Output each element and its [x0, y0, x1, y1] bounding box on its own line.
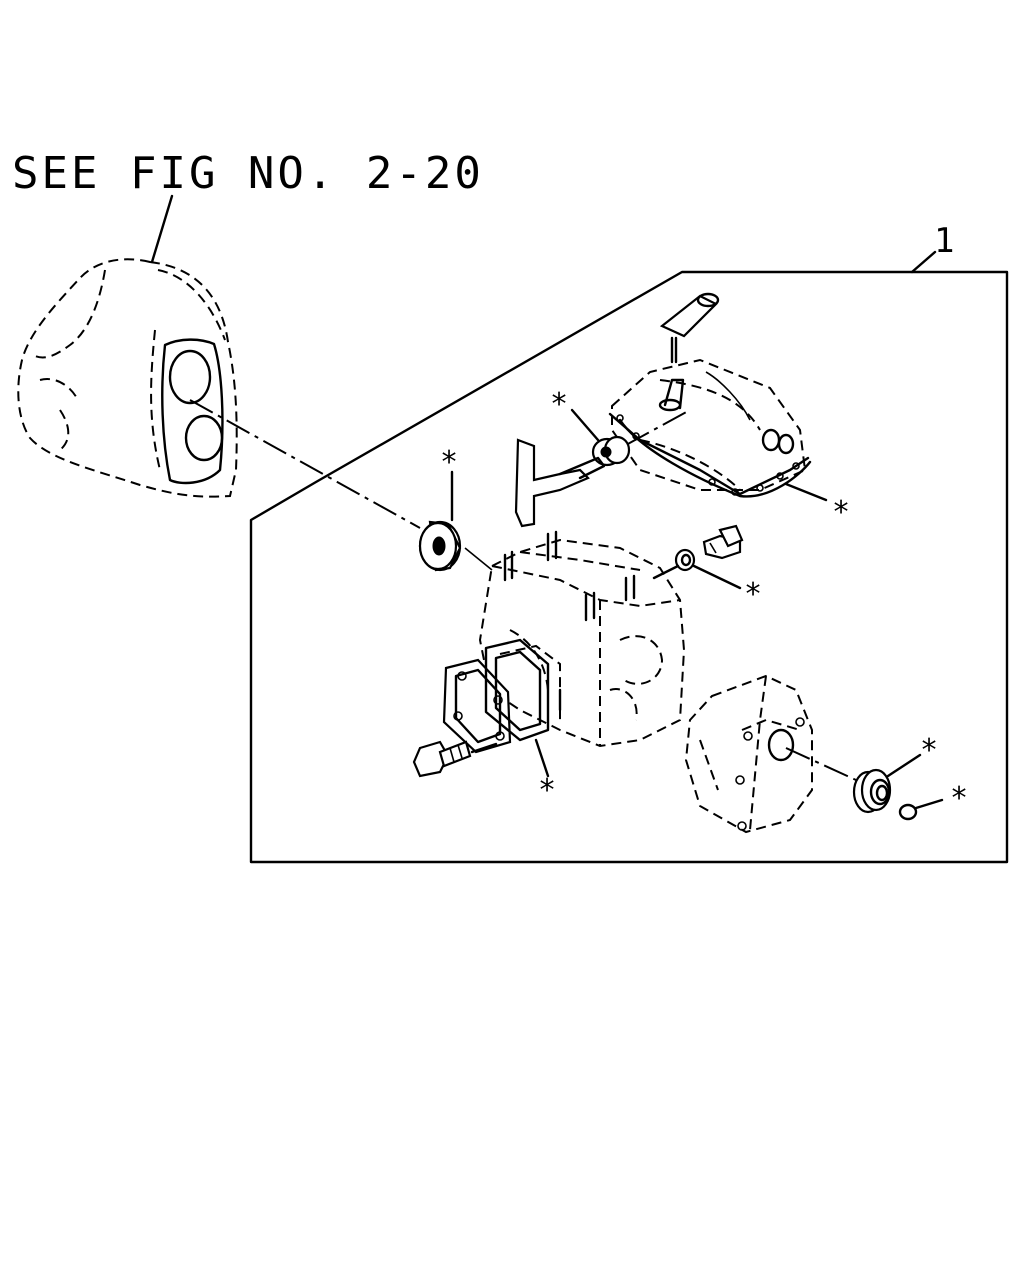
seal-leader-cover-gasket	[784, 482, 828, 502]
assembly-outline	[249, 270, 1009, 864]
rear-center-line	[785, 747, 857, 781]
rear-oil-seal	[852, 768, 892, 814]
shift-shaft-seal	[591, 435, 631, 467]
reference-leader-line	[150, 194, 174, 264]
transmission-case	[478, 530, 686, 748]
o-ring	[898, 803, 918, 821]
seal-leader-side-gasket	[534, 738, 550, 778]
seal-marker-drain-washer: *	[744, 577, 762, 612]
assembly-callout-leader	[910, 250, 937, 274]
extension-housing	[684, 674, 813, 834]
see-figure-reference: SEE FIG NO. 2-20	[12, 148, 484, 199]
shift-arm	[514, 438, 606, 528]
drain-plug	[702, 524, 744, 560]
flange-bolt	[412, 740, 498, 778]
shift-lever	[659, 292, 720, 364]
seal-marker-cover-gasket: *	[832, 495, 850, 530]
seal-leader-rear-seal	[886, 753, 922, 778]
seal-leader-o-ring	[914, 798, 944, 810]
center-line-continuation	[464, 547, 493, 571]
center-line	[189, 399, 421, 529]
washer-guide-line	[652, 564, 680, 580]
seal-marker-o-ring: *	[950, 781, 968, 816]
shift-shaft-line	[625, 409, 691, 446]
seal-marker-side-gasket: *	[538, 773, 556, 808]
seal-marker-shift-shaft: *	[550, 387, 568, 422]
seal-marker-rear-seal: *	[920, 733, 938, 768]
input-bearing	[418, 520, 462, 572]
shift-cover	[608, 358, 812, 498]
bell-housing	[17, 258, 238, 498]
side-cover-plate	[442, 658, 512, 754]
side-cover-dashed-outline	[499, 644, 561, 720]
drain-plug-washer	[674, 548, 696, 572]
seal-marker-input-bearing: *	[440, 445, 458, 480]
assembly-callout-number: 1	[934, 221, 954, 261]
seal-leader-drain-washer	[692, 564, 742, 590]
side-cover-gasket	[484, 638, 550, 742]
seal-leader-shift-shaft	[570, 408, 600, 442]
